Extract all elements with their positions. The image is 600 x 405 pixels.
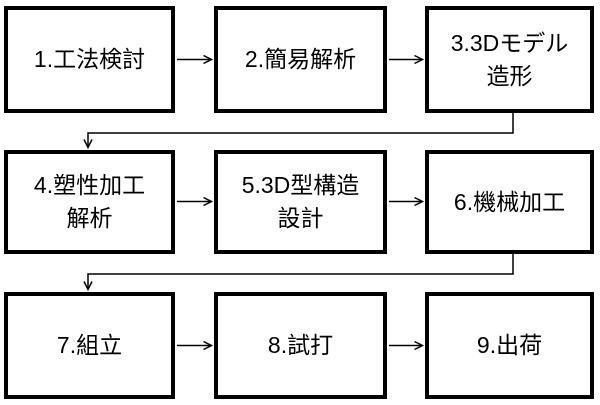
arrow-6-to-7 [83,254,514,292]
flow-box-7: 7.組立 [4,292,175,399]
flow-box-6: 6.機械加工 [425,150,594,254]
flow-box-5: 5.3D型構造 設計 [214,150,387,254]
flow-box-9: 9.出荷 [425,292,594,399]
flow-box-3: 3.3Dモデル 造形 [425,6,594,113]
flow-box-8: 8.試打 [214,292,387,399]
arrow-3-to-4 [83,113,514,150]
flow-box-1: 1.工法検討 [4,6,175,113]
flow-box-2: 2.簡易解析 [214,6,387,113]
flow-box-4: 4.塑性加工 解析 [4,150,175,254]
